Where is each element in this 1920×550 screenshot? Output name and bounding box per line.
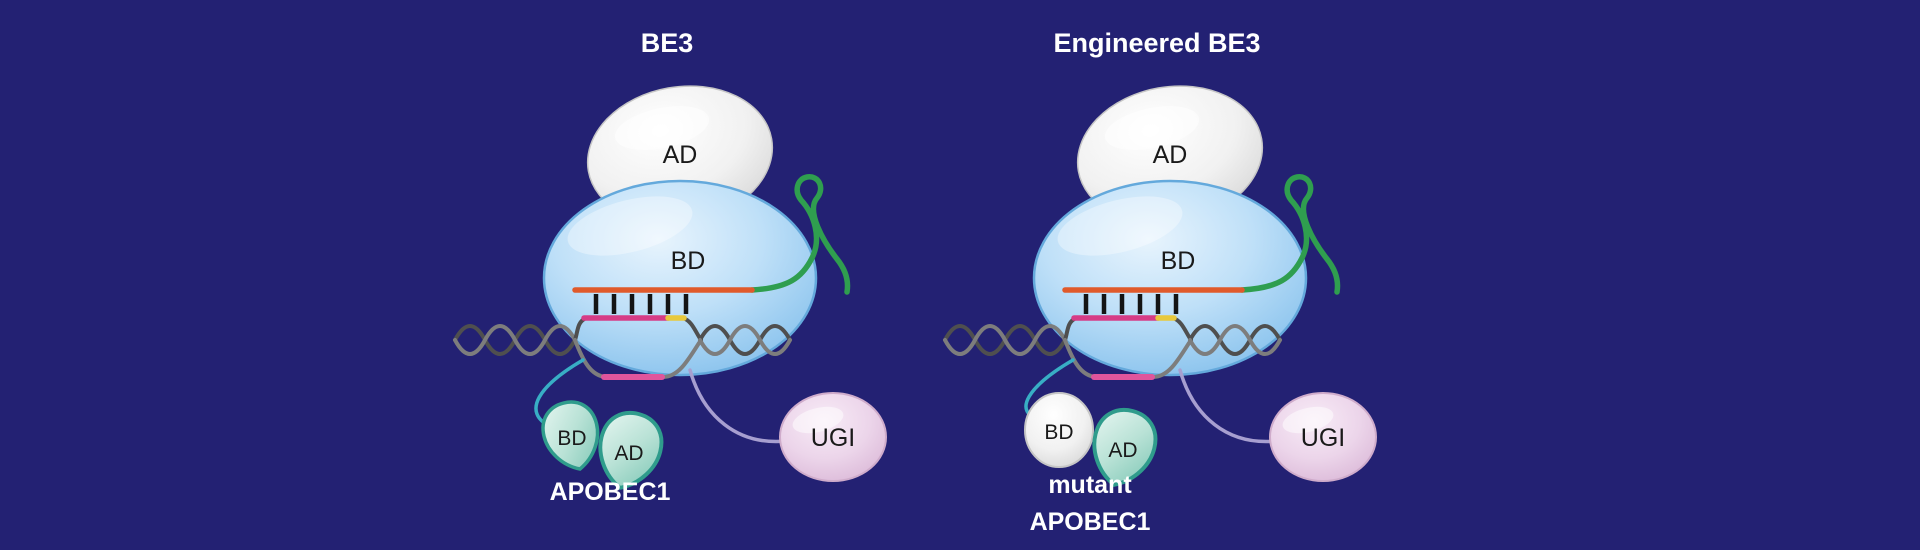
dna-strand-right-b: [698, 324, 792, 356]
dna-strand-left-b: [453, 324, 577, 356]
ugi-linker: [1178, 368, 1279, 444]
apobec-mutant-bd-lobe: [1024, 392, 1094, 468]
apobec-bd-label: BD: [557, 427, 586, 450]
base-pairing-ticks: [593, 294, 689, 314]
ugi-highlight: [792, 406, 844, 434]
panel-title: Engineered BE3: [1053, 28, 1260, 58]
apobec-name-line2: APOBEC1: [1030, 508, 1151, 536]
panel-be3: BE3 AD BD: [453, 28, 887, 506]
cas9-bd-label: BD: [1161, 247, 1196, 275]
dna-strand-right-a: [1188, 324, 1282, 356]
ugi-highlight: [1282, 406, 1334, 434]
base-pairing-ticks: [1083, 294, 1179, 314]
sgrna-scaffold: [749, 174, 851, 295]
apobec-name-line1: mutant: [1048, 471, 1132, 499]
dna-double-helix: [453, 316, 792, 379]
dna-strand-right-a: [698, 324, 792, 356]
bd-domain-highlight: [1057, 196, 1183, 256]
sgrna-scaffold: [1239, 174, 1341, 295]
cas9-bd-label: BD: [671, 247, 706, 275]
cas9-ad-label: AD: [1153, 141, 1188, 169]
panel-engineered-be3: Engineered BE3 AD BD: [943, 28, 1377, 536]
apobec-ad-label: AD: [1108, 439, 1137, 462]
bd-domain-highlight: [567, 196, 693, 256]
dna-strand-left-b: [943, 324, 1067, 356]
ad-domain-highlight: [1104, 106, 1200, 150]
apobec-name: APOBEC1: [550, 478, 671, 506]
dna-strand-right-b: [1188, 324, 1282, 356]
ugi-linker: [688, 368, 789, 444]
cas9-ad-label: AD: [663, 141, 698, 169]
apobec-bd-label: BD: [1044, 421, 1073, 444]
panel-title: BE3: [641, 28, 694, 58]
ugi-label: UGI: [811, 424, 855, 452]
apobec-ad-label: AD: [614, 442, 643, 465]
ugi-label: UGI: [1301, 424, 1345, 452]
ad-domain-highlight: [614, 106, 710, 150]
